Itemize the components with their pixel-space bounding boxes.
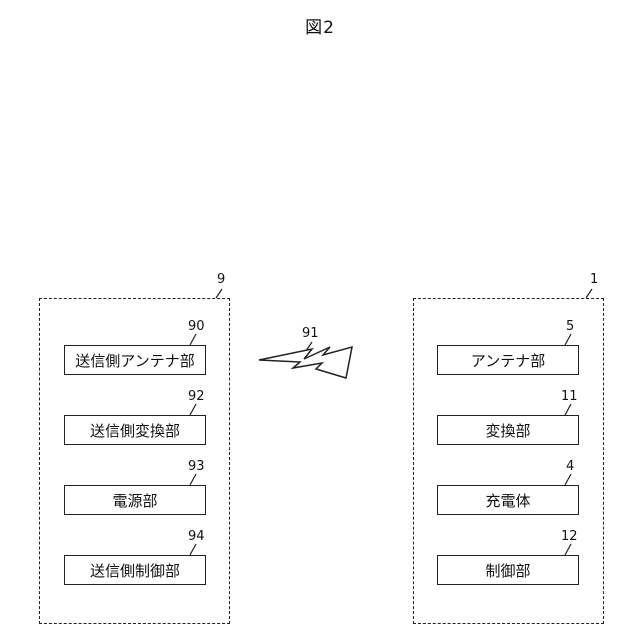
- transmitter-ref: 9: [217, 273, 225, 287]
- wireless-ref: 91: [302, 327, 319, 341]
- block-ref: 92: [188, 390, 205, 404]
- leader-1: [586, 289, 592, 298]
- transmitter-converter-block: 送信側変換部: [64, 415, 206, 445]
- block-ref: 94: [188, 530, 205, 544]
- leader-91: [306, 342, 312, 351]
- figure-title: 図2: [0, 13, 640, 38]
- wireless-power-icon: [259, 347, 352, 378]
- block-ref: 12: [561, 530, 578, 544]
- receiver-control-block: 制御部: [437, 555, 579, 585]
- power-supply-block: 電源部: [64, 485, 206, 515]
- receiver-converter-block: 変換部: [437, 415, 579, 445]
- leader-9: [216, 289, 222, 298]
- block-ref: 93: [188, 460, 205, 474]
- charging-body-block: 充電体: [437, 485, 579, 515]
- block-ref: 4: [566, 460, 574, 474]
- transmitter-control-block: 送信側制御部: [64, 555, 206, 585]
- receiver-ref: 1: [590, 273, 598, 287]
- receiver-antenna-block: アンテナ部: [437, 345, 579, 375]
- block-ref: 11: [561, 390, 578, 404]
- block-ref: 5: [566, 320, 574, 334]
- transmitter-antenna-block: 送信側アンテナ部: [64, 345, 206, 375]
- block-ref: 90: [188, 320, 205, 334]
